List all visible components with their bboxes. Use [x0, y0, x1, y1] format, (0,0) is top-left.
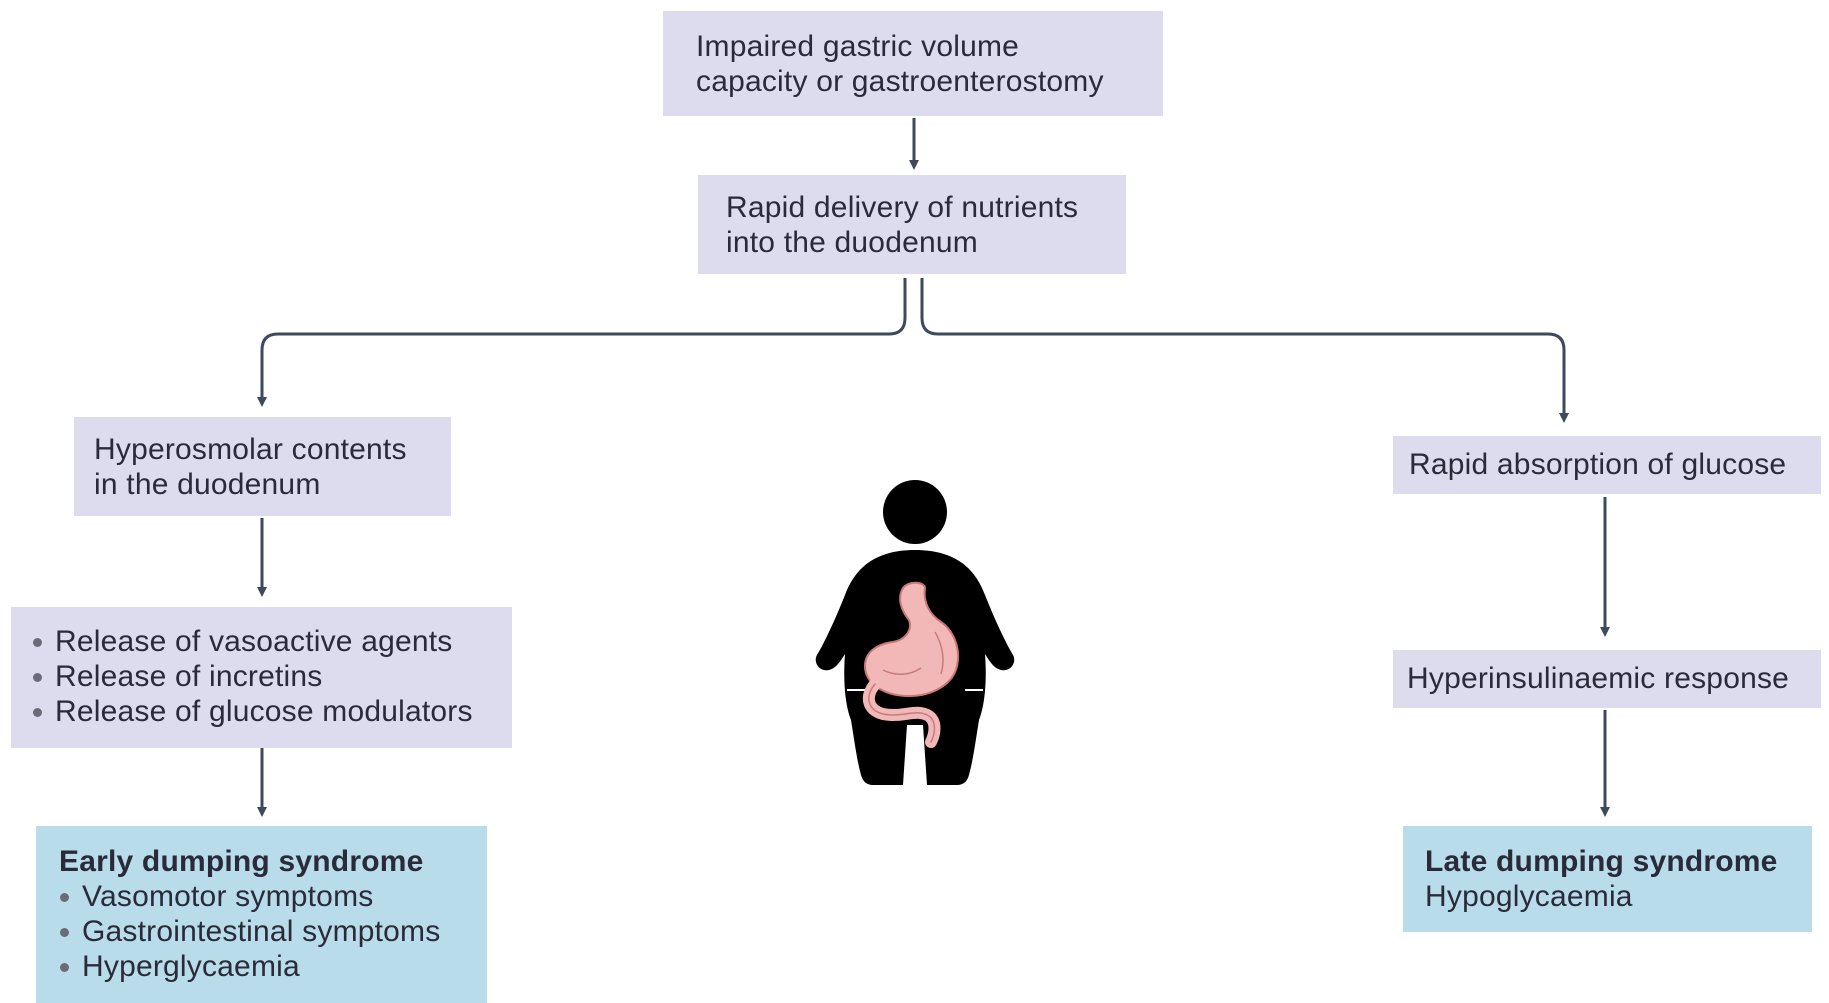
hyperosmolar-box: Hyperosmolar contents in the duodenum [74, 417, 451, 516]
hyperinsulinaemic-label: Hyperinsulinaemic response [1407, 662, 1790, 695]
rapid-delivery-line-1: Rapid delivery of nutrients [726, 191, 1079, 224]
symptom-item: Hyperglycaemia [56, 949, 487, 984]
symptom-item: Vasomotor symptoms [56, 879, 487, 914]
release-item: Release of glucose modulators [29, 694, 512, 729]
glucose-absorption-label: Rapid absorption of glucose [1409, 448, 1787, 481]
hyperosmolar-line-2: in the duodenum [94, 468, 321, 501]
stomach-illustration [863, 581, 959, 698]
release-agents-box: Release of vasoactive agents Release of … [11, 607, 512, 748]
person-with-stomach-icon [815, 480, 1015, 785]
impaired-capacity-box: Impaired gastric volume capacity or gast… [663, 11, 1163, 116]
glucose-absorption-box: Rapid absorption of glucose [1393, 436, 1821, 494]
rapid-delivery-box: Rapid delivery of nutrients into the duo… [698, 175, 1126, 274]
impaired-capacity-line-1: Impaired gastric volume [696, 30, 1020, 63]
symptom-item: Gastrointestinal symptoms [56, 914, 487, 949]
release-agents-list: Release of vasoactive agents Release of … [29, 624, 512, 729]
late-dumping-title: Late dumping syndrome [1425, 845, 1778, 878]
release-item: Release of incretins [29, 659, 512, 694]
hyperosmolar-line-1: Hyperosmolar contents [94, 433, 407, 466]
arrow-delivery-to-absorption [920, 278, 1569, 423]
late-dumping-subtitle: Hypoglycaemia [1425, 880, 1633, 913]
impaired-capacity-line-2: capacity or gastroenterostomy [696, 65, 1104, 98]
early-dumping-box: Early dumping syndrome Vasomotor symptom… [36, 826, 487, 1003]
rapid-delivery-line-2: into the duodenum [726, 226, 978, 259]
early-dumping-symptoms: Vasomotor symptoms Gastrointestinal symp… [56, 879, 487, 984]
late-dumping-box: Late dumping syndrome Hypoglycaemia [1403, 826, 1812, 932]
arrow-delivery-to-hyperosmolar [257, 278, 907, 407]
release-item: Release of vasoactive agents [29, 624, 512, 659]
early-dumping-title: Early dumping syndrome [59, 845, 424, 878]
person-head [883, 480, 947, 544]
hyperinsulinaemic-box: Hyperinsulinaemic response [1393, 650, 1821, 708]
